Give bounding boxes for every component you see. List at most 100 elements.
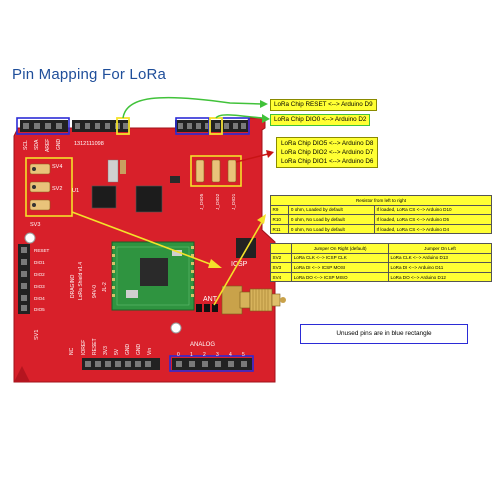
- silk-u1: U1: [72, 188, 79, 194]
- silk-dio4: DIO4: [34, 296, 45, 301]
- resistor-table: Resistor from left to right R9 0 ohm, Lo…: [269, 195, 492, 235]
- callout-dio5: LoRa Chip DIO5 <--> Arduino D8: [281, 140, 374, 147]
- ic-u1: [91, 185, 117, 209]
- analog-header: [172, 358, 252, 370]
- table-cell: [269, 243, 293, 254]
- callout-jdio: LoRa Chip DIO5 <--> Arduino D8 LoRa Chip…: [276, 137, 379, 168]
- jdio-jumpers: [195, 159, 237, 183]
- top-header-silkscreen: SCL SDA AREF GND 1312111098: [23, 139, 104, 153]
- table-cell: SV4: [269, 271, 293, 283]
- silk-sv3: SV3: [30, 222, 40, 228]
- silk-jdio1: J_DIO1: [231, 193, 237, 210]
- silk-sda: SDA: [34, 139, 40, 150]
- silk-dio3: DIO3: [34, 284, 45, 289]
- callout-dio2: LoRa Chip DIO2 <--> Arduino D7: [281, 149, 374, 156]
- table-row: R11 0 ohm, No Load by default If loaded,…: [269, 223, 492, 235]
- ic-u2: [135, 185, 163, 213]
- silk-digital-numbers: 1312111098: [74, 141, 104, 147]
- table-row: R9 0 ohm, Loaded by default If loaded, L…: [269, 204, 492, 216]
- table-cell: R10: [269, 214, 290, 225]
- silk-aref: AREF: [45, 139, 51, 152]
- silk-power-reset: RESET: [92, 338, 98, 355]
- sv-jumpers: [29, 163, 51, 211]
- silk-dio1: DIO1: [34, 260, 45, 265]
- unused-pins-note: Unused pins are in blue rectangle: [300, 324, 468, 344]
- callout-dio0: LoRa Chip DIO0 <--> Arduino D2: [270, 114, 371, 126]
- lora-chip: [140, 258, 168, 286]
- table-cell: LoRa CLK <--> Arduino D13: [388, 252, 492, 264]
- table-cell: LoRa DI <--> ICSP MOSI: [291, 262, 390, 273]
- silk-5v: 5V: [114, 348, 120, 355]
- silk-a5: 5: [242, 352, 245, 358]
- silk-3v3: 3V3: [103, 346, 109, 355]
- table-cell: LoRa DI <--> Arduino D11: [388, 262, 492, 273]
- unused-pins-highlight-2: [175, 117, 210, 135]
- silk-gnd-2: GND: [136, 344, 142, 356]
- page-title: Pin Mapping For LoRa: [12, 66, 167, 83]
- silk-brand: DRAGINO: [70, 275, 76, 298]
- table-row: SV3 LoRa DI <--> ICSP MOSI LoRa DI <--> …: [269, 262, 492, 273]
- silk-jdio2: J_DIO2: [215, 193, 221, 210]
- silk-rohs: 94V-0: [92, 285, 98, 298]
- table-cell: 0 ohm, Loaded by default: [288, 204, 376, 216]
- silk-icsp: ICSP: [231, 261, 248, 268]
- silk-a2: 2: [203, 352, 206, 358]
- table-cell: If loaded, LoRa CS <--> Arduino D4: [374, 223, 492, 235]
- callout-dio1: LoRa Chip DIO1 <--> Arduino D6: [281, 158, 374, 165]
- callout-reset: LoRa Chip RESET <--> Arduino D9: [270, 99, 377, 111]
- silk-nc: NC: [69, 347, 75, 355]
- silk-dio2: DIO2: [34, 272, 45, 277]
- arrow-resistors: [213, 221, 263, 306]
- silk-dio5: DIO5: [34, 307, 45, 312]
- table-row: SV2 LoRa CLK <--> ICSP CLK LoRa CLK <-->…: [269, 252, 492, 264]
- table-cell: 0 ohm, No Load by default: [288, 214, 376, 225]
- jdio-highlight: [190, 155, 242, 187]
- table-cell: If loaded, LoRa CS <--> Arduino D10: [374, 204, 492, 216]
- resistor-table-header: Resistor from left to right: [270, 195, 492, 206]
- silk-model: LoRa Shield v1.4: [78, 262, 84, 300]
- table-cell: If loaded, LoRa CS <--> Arduino D5: [374, 214, 492, 225]
- silk-scl: SCL: [23, 140, 29, 150]
- table-cell: LoRa CLK <--> ICSP CLK: [291, 252, 390, 264]
- table-cell: R9: [269, 204, 290, 216]
- table-cell: LoRa DO <--> Arduino D12: [388, 271, 492, 283]
- arrow-dio0: [215, 114, 263, 119]
- silk-a0: 0: [177, 352, 180, 358]
- table-cell: R11: [269, 223, 290, 235]
- silk-analog: ANALOG: [190, 342, 215, 348]
- silk-a4: 4: [229, 352, 232, 358]
- silk-reset: RESET: [34, 248, 50, 253]
- arrow-jdio: [235, 153, 269, 163]
- silk-vin: Vin: [147, 348, 153, 355]
- silk-gnd-1: GND: [125, 344, 131, 356]
- table-row: SV4 LoRa DO <--> ICSP MISO LoRa DO <--> …: [269, 271, 492, 283]
- silk-sv4: SV4: [52, 164, 62, 170]
- unused-pins-highlight-4: [169, 355, 254, 372]
- arrow-reset: [122, 96, 263, 119]
- silk-gnd: GND: [56, 139, 62, 151]
- arrow-sv: [71, 211, 211, 265]
- silk-a1: 1: [190, 352, 193, 358]
- dio-header: [18, 244, 30, 314]
- table-row: R10 0 ohm, No Load by default If loaded,…: [269, 214, 492, 225]
- silk-sv1: SV1: [34, 330, 40, 340]
- jumper-table-header-right: Jumper On Right (default): [291, 243, 390, 254]
- table-cell: LoRa DO <--> ICSP MISO: [291, 271, 390, 283]
- top-header-digital: [72, 120, 130, 132]
- sv-jumpers-highlight: [25, 157, 73, 217]
- silk-a3: 3: [216, 352, 219, 358]
- silk-sv2: SV2: [52, 186, 62, 192]
- table-cell: SV3: [269, 262, 293, 273]
- silk-ant: ANT: [203, 296, 218, 303]
- table-cell: 0 ohm, No Load by default: [288, 223, 376, 235]
- jumper-table-header-left: Jumper On Left: [388, 243, 492, 254]
- silk-jdio5: J_DIO5: [199, 193, 205, 210]
- silk-ioref: IOREF: [81, 340, 87, 355]
- unused-pins-highlight-1: [16, 117, 70, 135]
- top-header-right: [175, 120, 248, 132]
- table-cell: SV2: [269, 252, 293, 264]
- sma-connector: [221, 285, 286, 315]
- silk-part: JL-2: [102, 282, 108, 292]
- jumper-table: Jumper On Right (default) Jumper On Left…: [269, 243, 492, 283]
